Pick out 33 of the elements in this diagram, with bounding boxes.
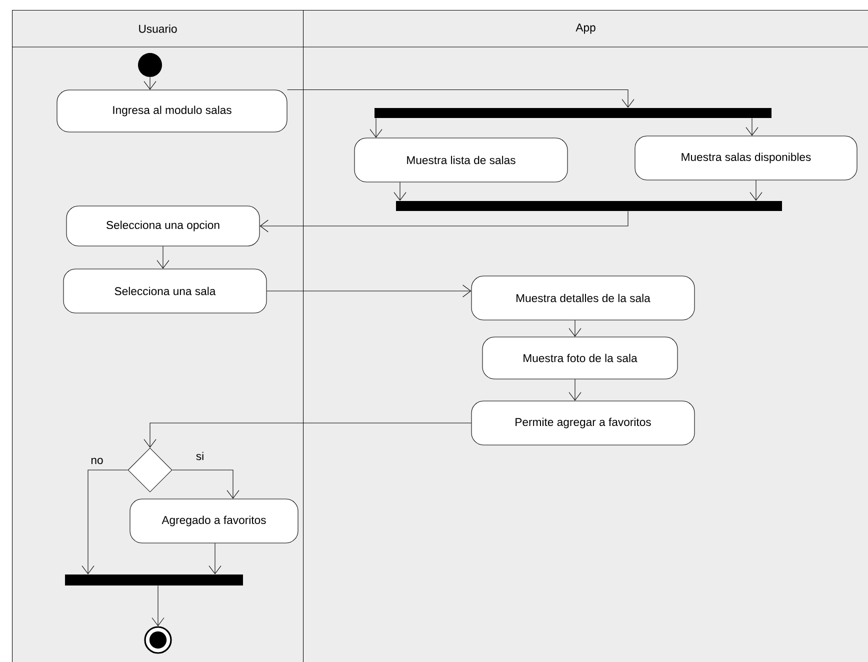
edge-label: no: [91, 458, 103, 464]
arrow: [394, 182, 406, 201]
sync-bar: [65, 574, 243, 586]
activity-box: Muestra foto de la sala: [482, 336, 678, 380]
node-label: Usuario: [139, 24, 177, 33]
arrow: [208, 543, 222, 574]
arrow: [750, 180, 762, 201]
activity-box: Agregado a favoritos: [130, 498, 298, 544]
decision-diamond: [128, 448, 172, 492]
arrow: [266, 284, 472, 298]
arrow: [144, 422, 472, 448]
arrow: [568, 379, 582, 401]
arrow: [287, 89, 634, 108]
arrow: [172, 470, 240, 499]
arrow: [82, 470, 128, 574]
activity-box: Muestra lista de salas: [354, 138, 568, 182]
end-node: [144, 626, 172, 654]
arrow: [260, 211, 628, 232]
arrow: [746, 118, 758, 136]
activity-box: Selecciona una opcion: [66, 206, 260, 246]
activity-box: Ingresa al modulo salas: [56, 90, 288, 132]
arrow: [156, 246, 170, 269]
edge-label: si: [196, 452, 204, 460]
activity-box: Selecciona una sala: [63, 268, 267, 314]
sync-bar: [396, 201, 782, 211]
arrow: [568, 320, 582, 337]
arrow: [152, 586, 164, 626]
activity-box: Permite agregar a favoritos: [471, 400, 695, 446]
activity-box: Muestra salas disponibles: [634, 136, 858, 180]
start-node: [138, 53, 162, 77]
arrow: [370, 118, 382, 138]
activity-box: Muestra detalles de la sala: [471, 276, 695, 320]
sync-bar: [374, 108, 772, 118]
